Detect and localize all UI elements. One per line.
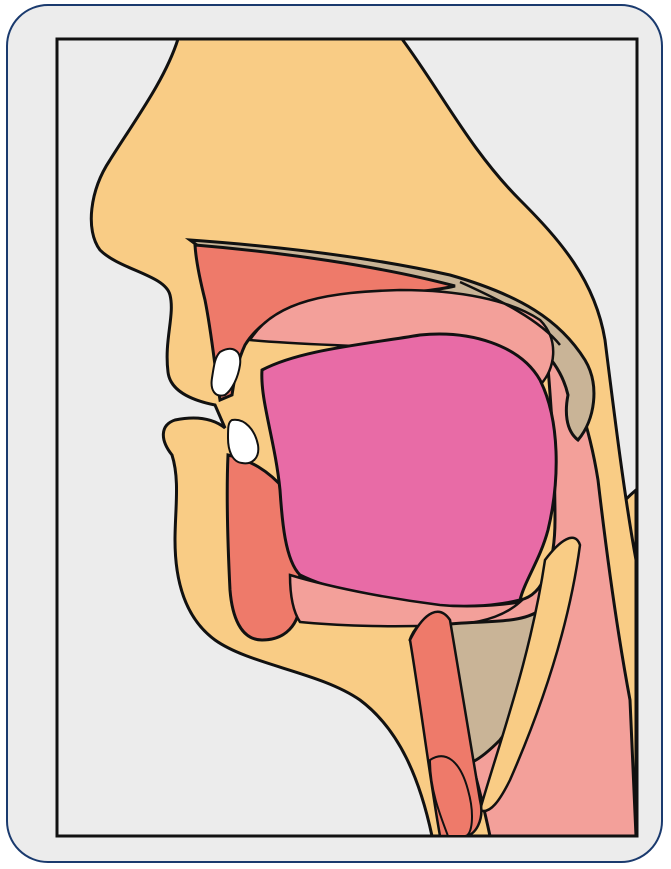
tongue — [262, 334, 556, 606]
